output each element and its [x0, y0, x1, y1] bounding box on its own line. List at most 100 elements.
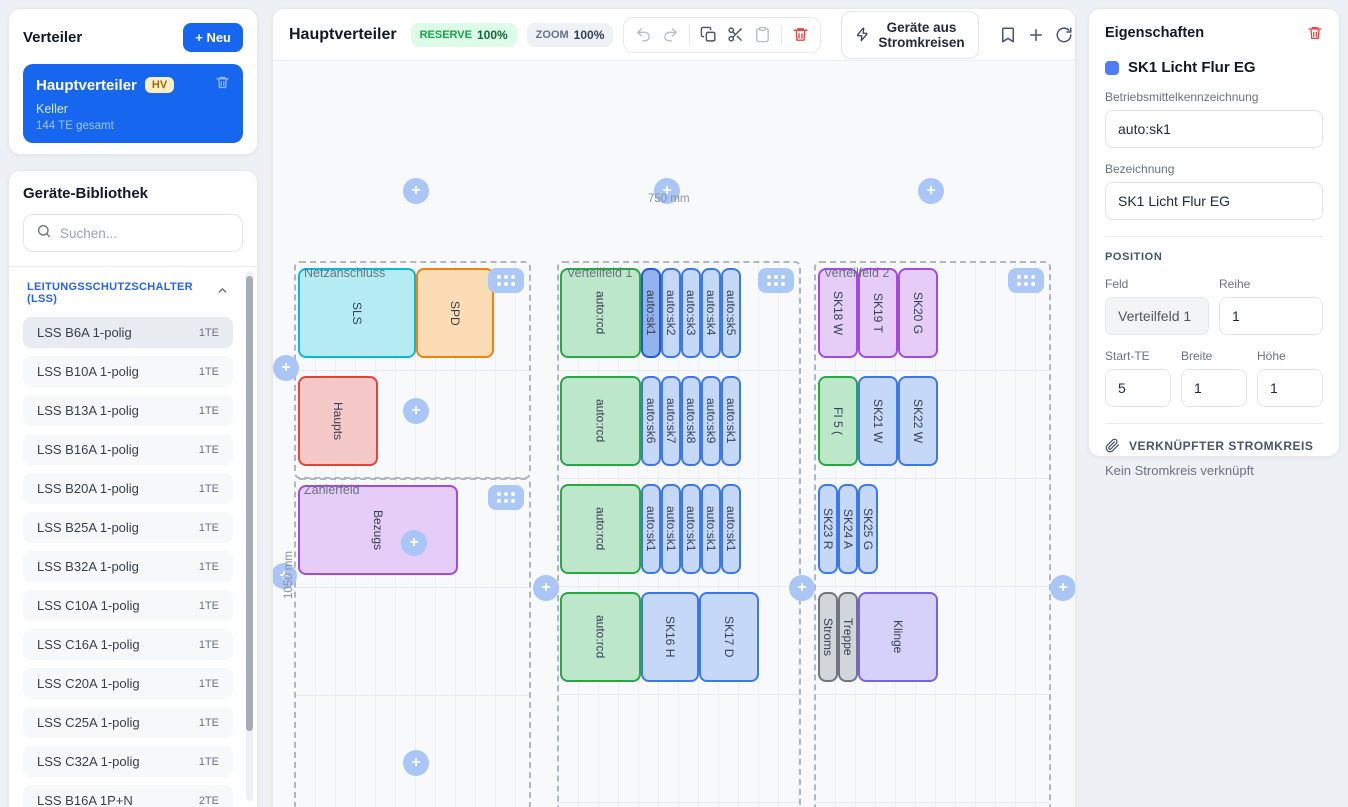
device[interactable]: SK24 A	[838, 484, 858, 574]
device[interactable]: auto:sk8	[681, 376, 701, 466]
field-drag-handle[interactable]	[758, 268, 794, 293]
copy-button[interactable]	[700, 26, 717, 43]
add-row-button[interactable]: +	[273, 563, 297, 589]
device[interactable]: auto:sk1	[641, 268, 661, 358]
device[interactable]: auto:rcd	[560, 268, 641, 358]
device[interactable]: SK21 W	[858, 376, 898, 466]
device[interactable]: SK22 W	[898, 376, 938, 466]
bookmark-button[interactable]	[999, 26, 1017, 44]
add-row-button[interactable]: +	[918, 178, 944, 204]
field-row[interactable]	[559, 803, 799, 807]
device[interactable]: SK18 W	[818, 268, 858, 358]
reihe-input[interactable]	[1219, 297, 1323, 335]
add-row-button[interactable]: +	[533, 575, 559, 601]
add-row-button[interactable]: +	[403, 178, 429, 204]
verteiler-list-item[interactable]: Hauptverteiler HV Keller 144 TE gesamt	[23, 64, 243, 143]
device[interactable]: Stroms	[818, 592, 838, 682]
field-row[interactable]	[559, 695, 799, 803]
device[interactable]: SK25 G	[858, 484, 878, 574]
field-row[interactable]	[816, 803, 1049, 807]
delete-verteiler-icon[interactable]	[215, 75, 230, 95]
delete-button[interactable]	[792, 26, 809, 43]
device[interactable]: SK17 D	[699, 592, 759, 682]
library-search[interactable]	[23, 214, 243, 252]
new-verteiler-button[interactable]: + Neu	[183, 23, 243, 52]
redo-button[interactable]	[662, 26, 679, 43]
devices-from-circuits-button[interactable]: Geräte aus Stromkreisen	[841, 10, 979, 59]
device[interactable]: auto:sk2	[661, 268, 681, 358]
device[interactable]: FI 5 (	[818, 376, 858, 466]
device[interactable]: SPD	[416, 268, 494, 358]
add-row-button[interactable]: +	[403, 750, 429, 776]
field-row[interactable]	[816, 371, 1049, 479]
device[interactable]: auto:sk7	[661, 376, 681, 466]
field-drag-handle[interactable]	[488, 268, 524, 293]
device[interactable]: Treppe	[838, 592, 858, 682]
field-row[interactable]	[296, 263, 529, 371]
device[interactable]: SK23 R	[818, 484, 838, 574]
device[interactable]: SLS	[298, 268, 416, 358]
add-row-button[interactable]: +	[273, 355, 299, 381]
field-drag-handle[interactable]	[488, 485, 524, 510]
device[interactable]: auto:sk1	[721, 484, 741, 574]
device[interactable]: auto:rcd	[560, 484, 641, 574]
field-row[interactable]	[559, 371, 799, 479]
hoehe-input[interactable]	[1257, 369, 1323, 407]
device[interactable]: auto:sk1	[701, 484, 721, 574]
add-row-button[interactable]: +	[789, 575, 815, 601]
device[interactable]: Haupts	[298, 376, 378, 466]
device[interactable]: auto:sk6	[641, 376, 661, 466]
field-row[interactable]	[559, 479, 799, 587]
device[interactable]: Bezugs	[298, 485, 458, 575]
refresh-button[interactable]	[1055, 26, 1073, 44]
add-row-button[interactable]: +	[1050, 575, 1075, 601]
add-row-button[interactable]: +	[654, 178, 680, 204]
paste-button[interactable]	[754, 26, 771, 43]
device[interactable]: auto:rcd	[560, 376, 641, 466]
device[interactable]: Klinge	[858, 592, 938, 682]
undo-button[interactable]	[635, 26, 652, 43]
library-section-header[interactable]: LEITUNGSSCHUTZSCHALTER (LSS)	[23, 279, 233, 309]
cut-button[interactable]	[727, 26, 744, 43]
field-row[interactable]	[296, 588, 529, 696]
add-row-button[interactable]: +	[401, 530, 427, 556]
field-row[interactable]	[816, 263, 1049, 371]
kennzeichnung-input[interactable]	[1105, 110, 1323, 148]
breite-input[interactable]	[1181, 369, 1247, 407]
library-scrollbar-thumb[interactable]	[246, 276, 253, 731]
device[interactable]: auto:sk1	[721, 376, 741, 466]
add-row-button[interactable]: +	[403, 398, 429, 424]
device[interactable]: auto:sk4	[701, 268, 721, 358]
search-input[interactable]	[60, 225, 230, 241]
device[interactable]: auto:sk3	[681, 268, 701, 358]
device[interactable]: auto:sk1	[681, 484, 701, 574]
field-row[interactable]	[816, 479, 1049, 587]
device[interactable]: auto:sk1	[641, 484, 661, 574]
field-row[interactable]	[816, 695, 1049, 803]
bezeichnung-input[interactable]	[1105, 182, 1323, 220]
device[interactable]: auto:sk9	[701, 376, 721, 466]
device[interactable]: SK16 H	[641, 592, 699, 682]
field-row[interactable]	[816, 587, 1049, 695]
field-row[interactable]	[559, 587, 799, 695]
device[interactable]: SK19 T	[858, 268, 898, 358]
device[interactable]: SK20 G	[898, 268, 938, 358]
field-row[interactable]	[296, 480, 529, 588]
add-button[interactable]	[1027, 26, 1045, 44]
